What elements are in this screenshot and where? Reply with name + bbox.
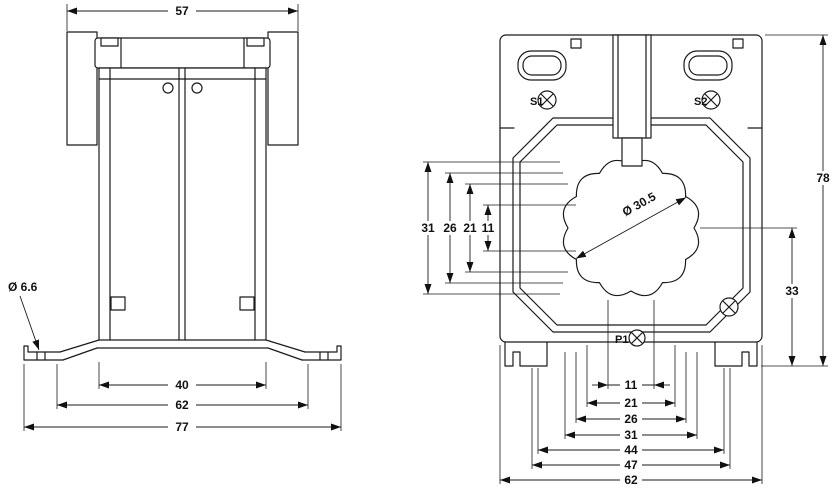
front-view: S1 S2 P1 Ø 30.5 (418, 34, 833, 487)
dim-label-77: 77 (175, 420, 189, 434)
dim-label-78: 78 (816, 171, 830, 185)
dim-label-57: 57 (175, 4, 189, 18)
dim-label-26b: 26 (624, 412, 638, 426)
label-p1: P1 (615, 334, 628, 346)
dim-hole-spacing: 62 (56, 364, 309, 412)
top-clamp (94, 37, 271, 69)
terminal-screw-p1: P1 (615, 329, 646, 347)
dim-label-31b: 31 (624, 428, 638, 442)
dim-label-hole-dia: Ø 6.6 (8, 280, 38, 294)
dim-label-21v: 21 (463, 221, 477, 235)
label-s2: S2 (694, 96, 707, 108)
terminal-slot-right (683, 50, 733, 81)
screw-end-right (191, 82, 203, 94)
terminal-screw-s2: S2 (694, 90, 721, 110)
dim-window-heights: 31 26 21 11 (418, 161, 576, 295)
side-view: 57 (8, 4, 342, 434)
top-notch-left (570, 38, 582, 49)
terminal-slot-left (517, 50, 567, 81)
dim-foot-hole: Ø 6.6 (8, 280, 40, 351)
dim-label-21b: 21 (624, 396, 638, 410)
primary-terminal (612, 34, 652, 167)
dim-label-26v: 26 (443, 221, 457, 235)
dim-label-11b: 11 (625, 378, 638, 392)
transformer-body-side (98, 67, 267, 341)
dim-overall-height: 78 (761, 34, 833, 367)
terminal-screw-s1: S1 (530, 90, 557, 110)
side-flange-left (66, 31, 98, 146)
dim-bottom-widths: 11 21 26 31 44 (499, 300, 763, 487)
dim-label-44b: 44 (624, 443, 638, 457)
dim-label-11v: 11 (482, 221, 495, 235)
clip-detail-right (239, 296, 255, 311)
dim-label-62b: 62 (624, 473, 638, 487)
dim-body-width: 40 (98, 362, 267, 392)
dim-top-width: 57 (66, 4, 299, 31)
screw-end-left (162, 82, 174, 94)
dim-center-to-bottom: 33 (700, 227, 803, 366)
dim-label-33: 33 (785, 284, 799, 298)
side-flange-right (267, 31, 299, 146)
dim-overall-width: 77 (23, 364, 342, 434)
dim-label-40: 40 (175, 378, 189, 392)
mounting-feet (23, 339, 342, 361)
top-notch-right (732, 38, 744, 49)
dim-label-31v: 31 (421, 221, 435, 235)
window-frame (512, 117, 751, 333)
dim-label-62: 62 (175, 398, 189, 412)
din-clips (504, 341, 758, 367)
label-s1: S1 (530, 96, 543, 108)
clip-detail-left (110, 296, 126, 311)
dim-label-47b: 47 (624, 458, 638, 472)
side-screw (719, 297, 739, 317)
